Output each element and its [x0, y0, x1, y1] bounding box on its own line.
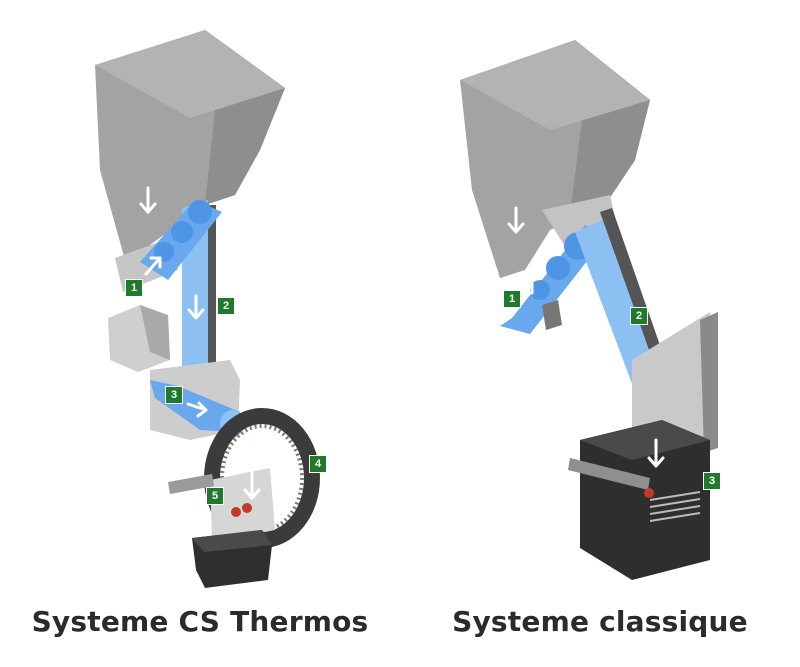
- ash-box-top: [192, 530, 272, 552]
- arrow-down-icon: [647, 438, 665, 468]
- callout-badge-2: 2: [630, 307, 648, 325]
- flow-arrows: [139, 186, 261, 500]
- arrow-down-icon: [139, 186, 157, 214]
- arrow-right-icon: [186, 401, 208, 418]
- motor-block-shade: [140, 305, 170, 360]
- igniter-rod: [168, 474, 214, 494]
- cs-thermos-system-panel: 1 2 3 4 5 Systeme CS Thermos: [31, 30, 369, 638]
- mounting-bracket: [542, 300, 562, 330]
- cs-thermos-diagram: [95, 30, 320, 588]
- arrow-down-icon: [187, 294, 205, 320]
- screw-thread: [188, 200, 212, 224]
- hopper-top-rim: [95, 30, 285, 118]
- cs-thermos-caption: Systeme CS Thermos: [31, 605, 369, 638]
- callout-badge-3: 3: [165, 386, 183, 404]
- burner-grate: [649, 491, 701, 522]
- screw-thread: [530, 280, 550, 300]
- classic-system-diagram: [460, 40, 718, 580]
- ignition-glow: [644, 488, 654, 498]
- screw-thread: [546, 256, 570, 280]
- flow-arrows: [507, 206, 665, 468]
- callout-badge-1: 1: [125, 279, 143, 297]
- callout-badge-3: 3: [703, 472, 721, 490]
- classic-system-panel: 1 2 3 Systeme classique: [400, 0, 800, 667]
- screw-thread: [171, 221, 193, 243]
- arrow-down-icon: [507, 206, 525, 234]
- arrow-up-right-icon: [144, 256, 162, 276]
- drop-tube-frame: [206, 205, 216, 385]
- arrow-down-icon: [243, 468, 261, 500]
- firebox: [580, 420, 710, 580]
- burner-ring-inner: [220, 424, 304, 532]
- callout-badge-1: 1: [503, 290, 521, 308]
- firebox-top: [580, 420, 710, 460]
- classic-system-caption: Systeme classique: [452, 605, 748, 638]
- callout-badge-5: 5: [206, 487, 224, 505]
- callout-badge-4: 4: [309, 455, 327, 473]
- burner-body: [210, 468, 275, 540]
- callout-badge-2: 2: [217, 297, 235, 315]
- arrow-down-right-icon: [594, 314, 612, 340]
- ignition-glow: [231, 507, 241, 517]
- ignition-glow: [242, 503, 252, 513]
- burner-housing-side: [700, 312, 718, 452]
- hopper-top-rim: [460, 40, 650, 130]
- igniter-rod: [568, 458, 650, 490]
